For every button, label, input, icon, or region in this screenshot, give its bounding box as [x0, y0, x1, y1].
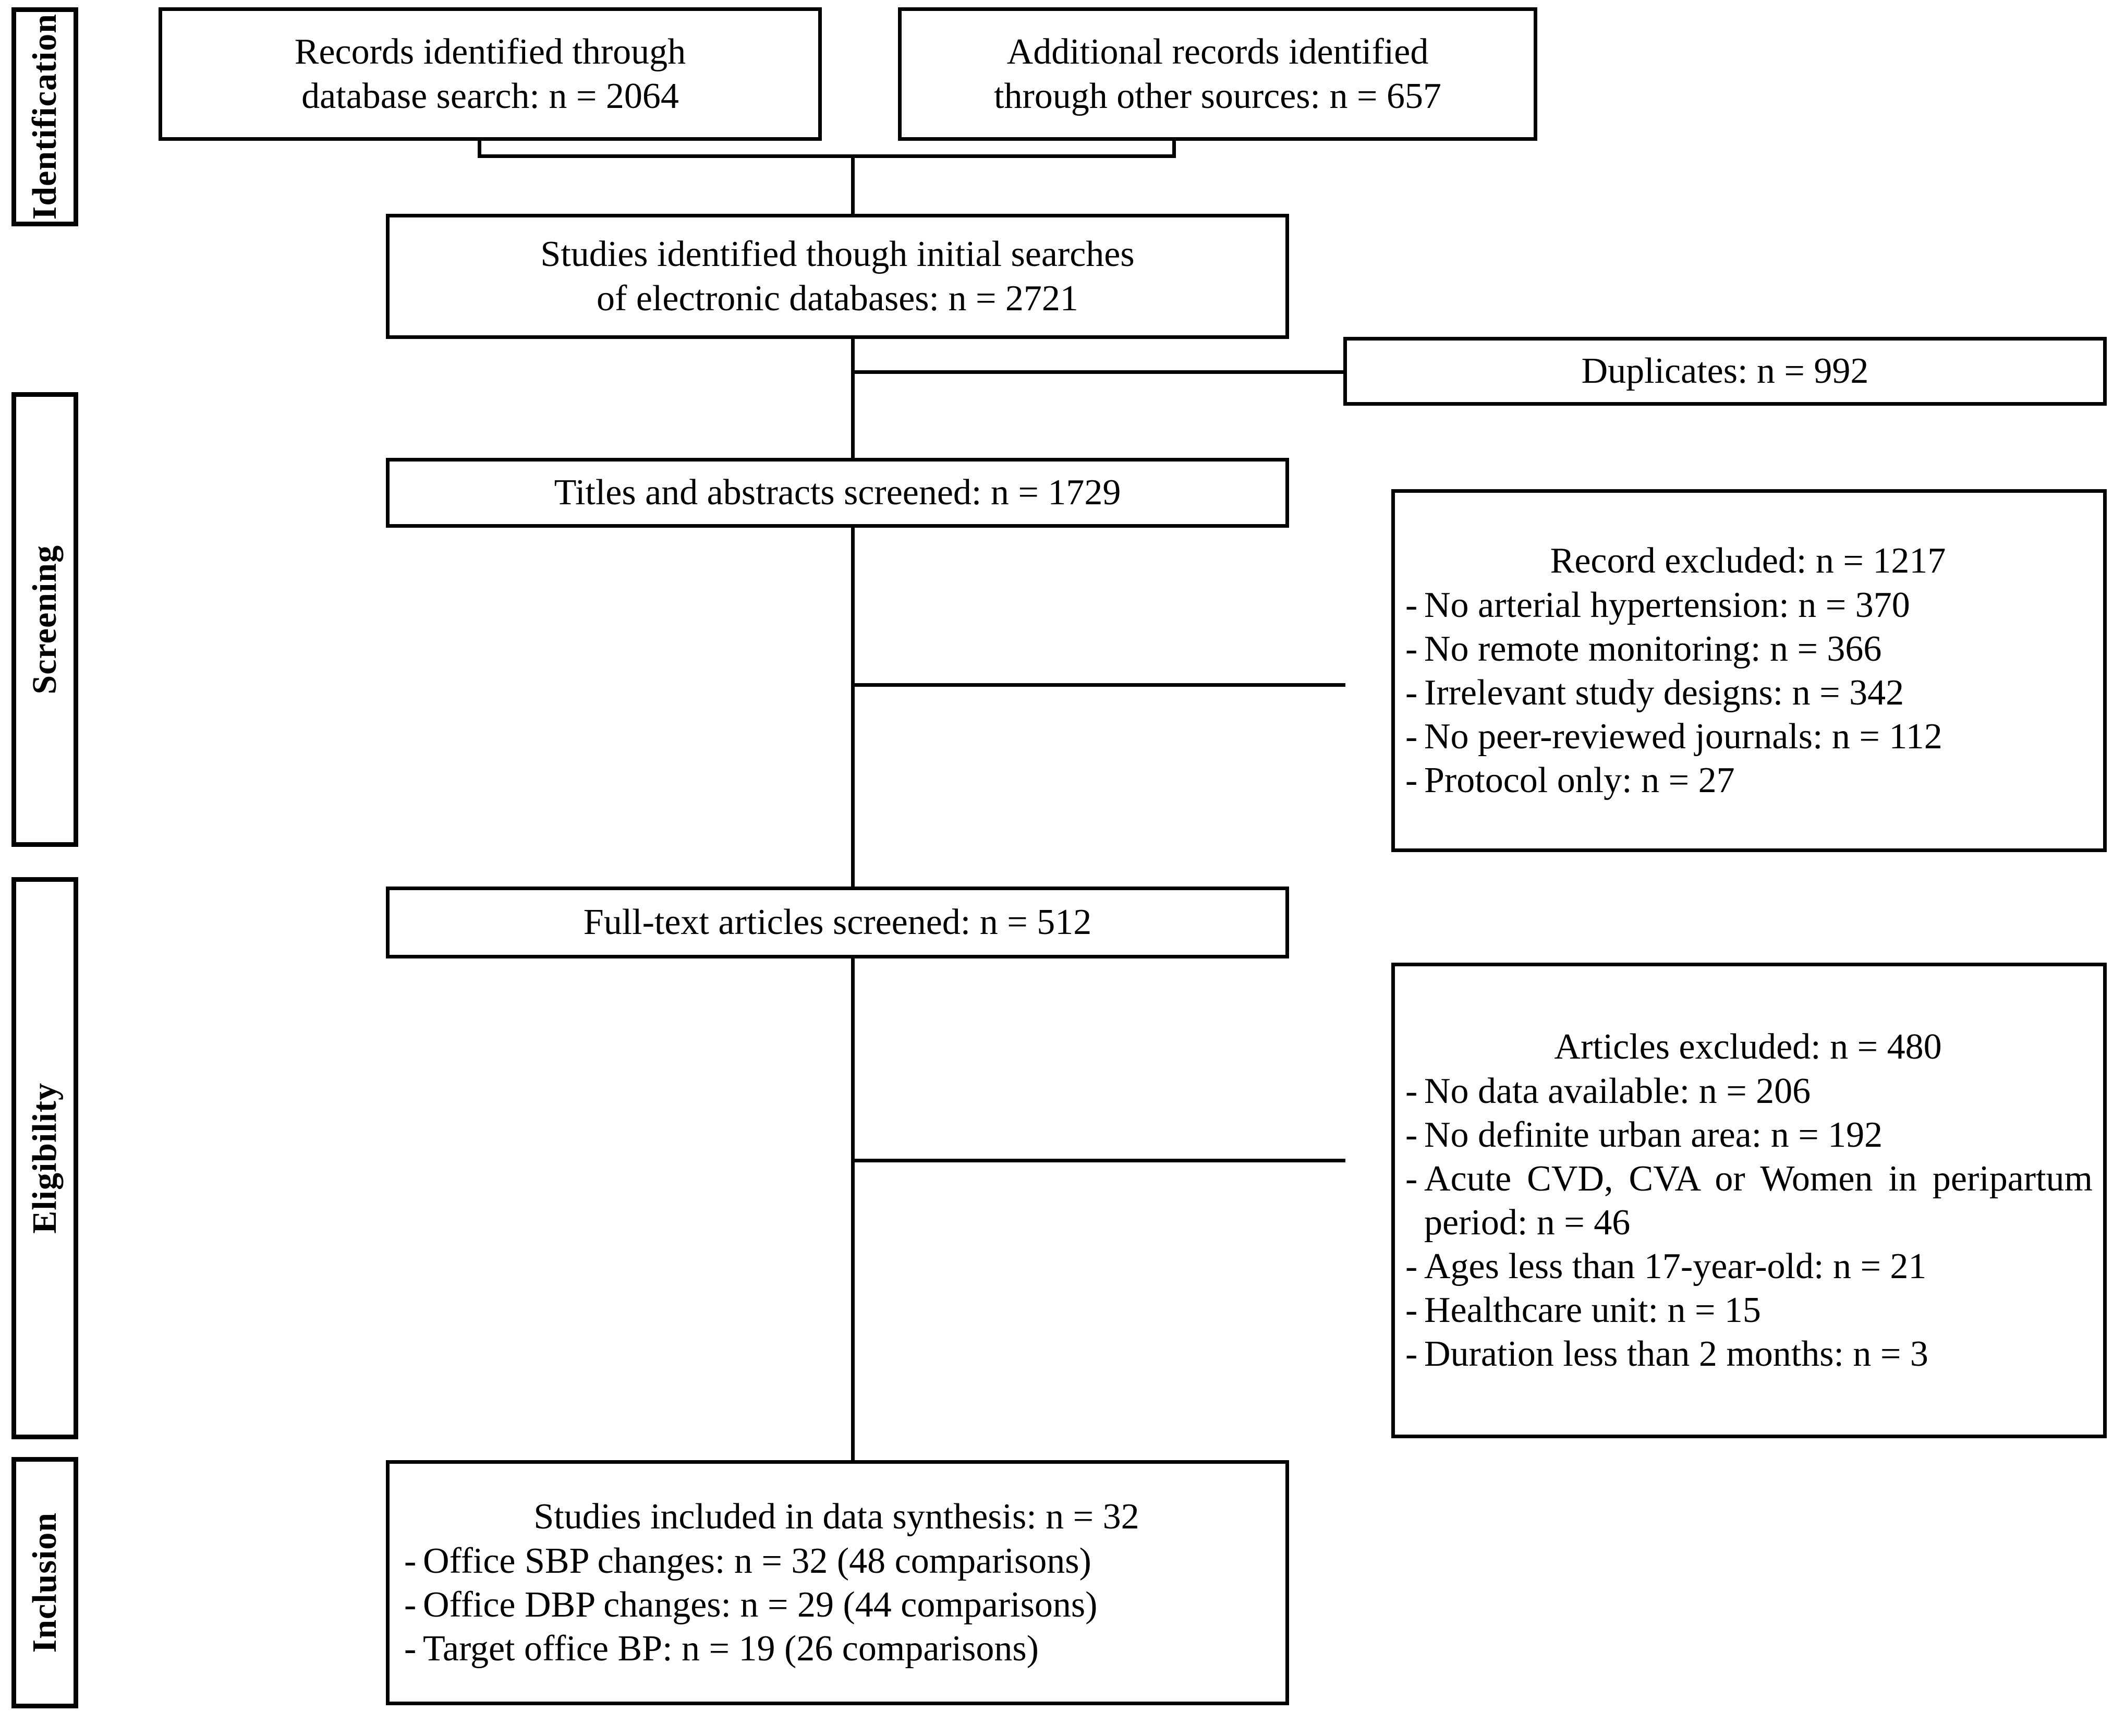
- box-duplicates: Duplicates: n = 992: [1343, 337, 2107, 406]
- bullet-icon: -: [1405, 760, 1418, 800]
- list-item-label: No arterial hypertension: n = 370: [1424, 585, 1910, 625]
- box-duplicates-line1: Duplicates: n = 992: [1581, 351, 1869, 392]
- list-item: - No peer-reviewed journals: n = 112: [1405, 715, 2093, 759]
- list-item-label: Ages less than 17-year-old: n = 21: [1424, 1246, 1927, 1286]
- list-item-label: Acute CVD, CVA or Women in peripartum pe…: [1424, 1158, 2093, 1243]
- bullet-icon: -: [404, 1584, 417, 1625]
- list-item: - Duration less than 2 months: n = 3: [1405, 1332, 2093, 1376]
- list-item-label: Irrelevant study designs: n = 342: [1424, 672, 1904, 713]
- stage-box-eligibility: Eligibility: [11, 877, 78, 1439]
- bullet-icon: -: [1405, 716, 1418, 757]
- list-item: - Protocol only: n = 27: [1405, 759, 2093, 803]
- box-records-database: Records identified through database sear…: [159, 7, 822, 141]
- list-item: - Healthcare unit: n = 15: [1405, 1289, 2093, 1332]
- connector-articles-excluded-tap: [851, 1159, 1345, 1162]
- list-item: - Ages less than 17-year-old: n = 21: [1405, 1245, 2093, 1289]
- list-item: - Office SBP changes: n = 32 (48 compari…: [404, 1539, 1271, 1583]
- list-item-label: Duration less than 2 months: n = 3: [1424, 1333, 1928, 1374]
- list-item-label: Office SBP changes: n = 32 (48 compariso…: [423, 1540, 1091, 1581]
- connector-records-excluded-tap: [851, 683, 1345, 687]
- list-item-label: Healthcare unit: n = 15: [1424, 1290, 1761, 1330]
- stage-box-identification: Identification: [11, 7, 78, 226]
- box-records-database-line1: Records identified through: [294, 31, 686, 72]
- box-records-database-line2: database search: n = 2064: [301, 76, 679, 116]
- bullet-icon: -: [1405, 672, 1418, 713]
- box-records-excluded-title: Record excluded: n = 1217: [1550, 541, 1946, 581]
- bullet-icon: -: [1405, 1290, 1418, 1330]
- stage-label-inclusion: Inclusion: [26, 1512, 64, 1653]
- box-records-other-line2: through other sources: n = 657: [994, 76, 1441, 116]
- list-item: - Irrelevant study designs: n = 342: [1405, 671, 2093, 715]
- list-item-label: No definite urban area: n = 192: [1424, 1114, 1883, 1155]
- list-item: - No arterial hypertension: n = 370: [1405, 584, 2093, 627]
- list-item: - No data available: n = 206: [1405, 1070, 2093, 1113]
- box-fulltext-screened-line1: Full-text articles screened: n = 512: [583, 902, 1092, 943]
- stage-label-eligibility: Eligibility: [26, 1083, 64, 1234]
- list-item-label: No data available: n = 206: [1424, 1071, 1811, 1111]
- bullet-icon: -: [1405, 1333, 1418, 1374]
- bullet-icon: -: [1405, 1071, 1418, 1111]
- list-item-label: Office DBP changes: n = 29 (44 compariso…: [423, 1584, 1098, 1625]
- list-item: - Office DBP changes: n = 29 (44 compari…: [404, 1583, 1271, 1627]
- connector-bracket-to-studies: [851, 154, 855, 216]
- connector-duplicates-tap: [851, 370, 1345, 374]
- box-articles-excluded-list: - No data available: n = 206 - No defini…: [1398, 1070, 2098, 1376]
- bullet-icon: -: [1405, 628, 1418, 669]
- bullet-icon: -: [1405, 1158, 1418, 1199]
- box-studies-initial-line2: of electronic databases: n = 2721: [597, 278, 1078, 319]
- connector-titles-to-fulltext: [851, 528, 855, 888]
- box-records-excluded-list: - No arterial hypertension: n = 370 - No…: [1398, 584, 2098, 803]
- connector-records-other-down: [1172, 140, 1176, 157]
- connector-fulltext-to-included: [851, 958, 855, 1461]
- box-records-excluded: Record excluded: n = 1217 - No arterial …: [1391, 489, 2107, 852]
- box-included: Studies included in data synthesis: n = …: [386, 1460, 1289, 1705]
- box-titles-abstracts-line1: Titles and abstracts screened: n = 1729: [554, 472, 1121, 513]
- box-records-other-line1: Additional records identified: [1006, 31, 1429, 72]
- box-included-title: Studies included in data synthesis: n = …: [533, 1497, 1139, 1537]
- stage-box-inclusion: Inclusion: [11, 1457, 78, 1708]
- bullet-icon: -: [404, 1540, 417, 1581]
- connector-studies-to-titles: [851, 338, 855, 459]
- box-included-list: - Office SBP changes: n = 32 (48 compari…: [397, 1539, 1276, 1671]
- bullet-icon: -: [1405, 1246, 1418, 1286]
- connector-identification-bracket: [478, 154, 1176, 158]
- box-articles-excluded-title: Articles excluded: n = 480: [1554, 1027, 1942, 1067]
- stage-label-screening: Screening: [26, 544, 64, 695]
- connector-records-database-down: [478, 140, 481, 157]
- list-item: - Acute CVD, CVA or Women in peripartum …: [1405, 1157, 2093, 1245]
- box-studies-initial-line1: Studies identified though initial search…: [540, 234, 1135, 274]
- stage-label-identification: Identification: [26, 14, 64, 220]
- box-studies-initial: Studies identified though initial search…: [386, 214, 1289, 339]
- list-item: - No definite urban area: n = 192: [1405, 1113, 2093, 1157]
- bullet-icon: -: [1405, 585, 1418, 625]
- list-item-label: No peer-reviewed journals: n = 112: [1424, 716, 1942, 757]
- stage-box-screening: Screening: [11, 392, 78, 847]
- box-titles-abstracts: Titles and abstracts screened: n = 1729: [386, 458, 1289, 528]
- list-item: - No remote monitoring: n = 366: [1405, 627, 2093, 671]
- list-item: - Target office BP: n = 19 (26 compariso…: [404, 1627, 1271, 1671]
- bullet-icon: -: [1405, 1114, 1418, 1155]
- list-item-label: Target office BP: n = 19 (26 comparisons…: [423, 1628, 1039, 1669]
- list-item-label: Protocol only: n = 27: [1424, 760, 1735, 800]
- bullet-icon: -: [404, 1628, 417, 1669]
- box-records-other: Additional records identified through ot…: [898, 7, 1537, 141]
- box-fulltext-screened: Full-text articles screened: n = 512: [386, 887, 1289, 958]
- list-item-label: No remote monitoring: n = 366: [1424, 628, 1882, 669]
- box-articles-excluded: Articles excluded: n = 480 - No data ava…: [1391, 963, 2107, 1438]
